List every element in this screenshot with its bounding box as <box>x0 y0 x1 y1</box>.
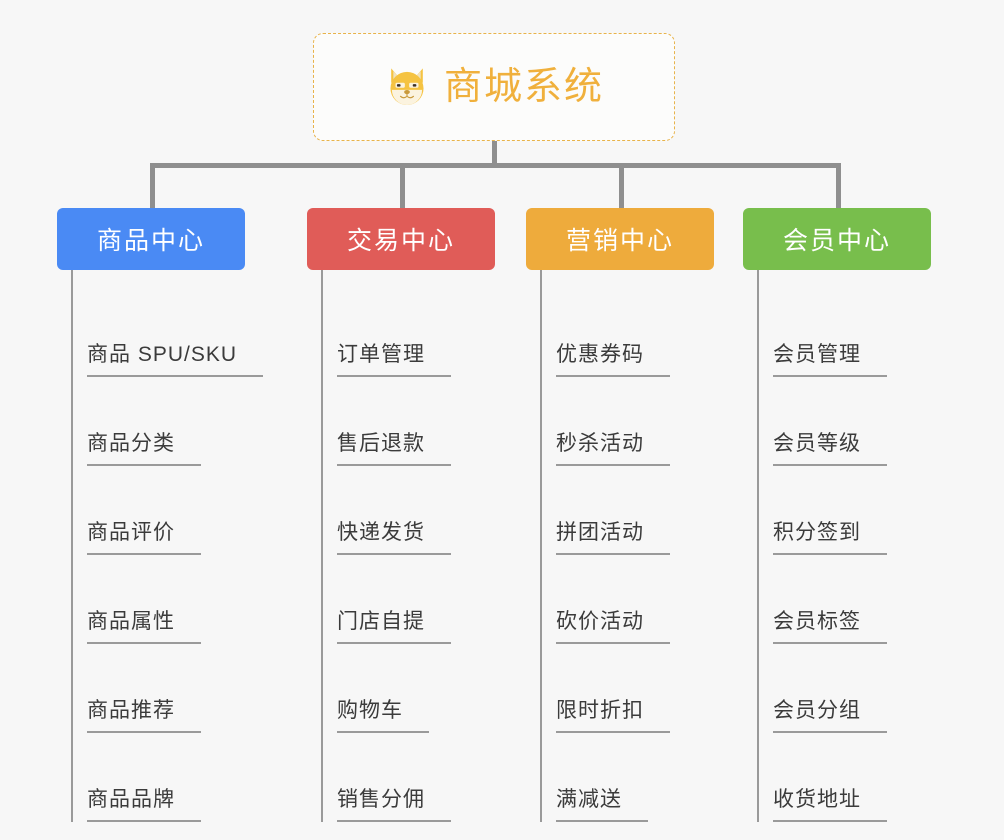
leaf-label: 销售分佣 <box>337 783 451 822</box>
leaf-label: 拼团活动 <box>556 516 670 555</box>
list-item[interactable]: 积分签到 <box>759 466 963 555</box>
connector-bus <box>150 163 840 168</box>
leaf-label: 积分签到 <box>773 516 887 555</box>
leaf-label: 优惠券码 <box>556 338 670 377</box>
list-item[interactable]: 订单管理 <box>323 288 526 377</box>
connector-drop-4 <box>836 163 841 208</box>
list-item[interactable]: 购物车 <box>323 644 526 733</box>
leaf-label: 门店自提 <box>337 605 451 644</box>
list-item[interactable]: 售后退款 <box>323 377 526 466</box>
column-product-center: 商品中心 商品 SPU/SKU 商品分类 商品评价 商品属性 商品推荐 商品品牌 <box>57 208 307 822</box>
column-trade-center: 交易中心 订单管理 售后退款 快递发货 门店自提 购物车 销售分佣 <box>307 208 526 822</box>
connector-trunk <box>492 141 497 168</box>
leaf-label: 会员管理 <box>773 338 887 377</box>
list-item[interactable]: 商品 SPU/SKU <box>73 288 307 377</box>
list-item[interactable]: 商品评价 <box>73 466 307 555</box>
leaf-list-member-center: 会员管理 会员等级 积分签到 会员标签 会员分组 收货地址 <box>757 270 963 822</box>
list-item[interactable]: 会员标签 <box>759 555 963 644</box>
column-marketing-center: 营销中心 优惠券码 秒杀活动 拼团活动 砍价活动 限时折扣 满减送 <box>526 208 743 822</box>
list-item[interactable]: 商品属性 <box>73 555 307 644</box>
leaf-list-marketing-center: 优惠券码 秒杀活动 拼团活动 砍价活动 限时折扣 满减送 <box>540 270 743 822</box>
leaf-list-product-center: 商品 SPU/SKU 商品分类 商品评价 商品属性 商品推荐 商品品牌 <box>71 270 307 822</box>
leaf-label: 收货地址 <box>773 783 887 822</box>
list-item[interactable]: 门店自提 <box>323 555 526 644</box>
leaf-label: 会员等级 <box>773 427 887 466</box>
leaf-label: 商品评价 <box>87 516 201 555</box>
list-item[interactable]: 商品推荐 <box>73 644 307 733</box>
list-item[interactable]: 优惠券码 <box>542 288 743 377</box>
list-item[interactable]: 满减送 <box>542 733 743 822</box>
list-item[interactable]: 会员管理 <box>759 288 963 377</box>
leaf-label: 限时折扣 <box>556 694 670 733</box>
leaf-label: 快递发货 <box>337 516 451 555</box>
leaf-label: 砍价活动 <box>556 605 670 644</box>
list-item[interactable]: 砍价活动 <box>542 555 743 644</box>
category-box-member-center[interactable]: 会员中心 <box>743 208 931 270</box>
connector-drop-1 <box>150 163 155 208</box>
list-item[interactable]: 限时折扣 <box>542 644 743 733</box>
list-item[interactable]: 收货地址 <box>759 733 963 822</box>
leaf-label: 商品 SPU/SKU <box>87 338 264 377</box>
shiba-dog-icon <box>390 68 424 107</box>
category-box-trade-center[interactable]: 交易中心 <box>307 208 495 270</box>
list-item[interactable]: 秒杀活动 <box>542 377 743 466</box>
root-node-title: 商城系统 <box>443 66 604 108</box>
leaf-label: 商品推荐 <box>87 694 201 733</box>
root-node-mall-system[interactable]: 商城系统 <box>313 33 675 141</box>
leaf-label: 满减送 <box>556 783 648 822</box>
column-member-center: 会员中心 会员管理 会员等级 积分签到 会员标签 会员分组 收货地址 <box>743 208 963 822</box>
leaf-label: 会员分组 <box>773 694 887 733</box>
connector-drop-3 <box>619 163 624 208</box>
list-item[interactable]: 会员分组 <box>759 644 963 733</box>
leaf-label: 订单管理 <box>337 338 451 377</box>
leaf-list-trade-center: 订单管理 售后退款 快递发货 门店自提 购物车 销售分佣 <box>321 270 526 822</box>
leaf-label: 秒杀活动 <box>556 427 670 466</box>
leaf-label: 商品属性 <box>87 605 201 644</box>
leaf-label: 商品分类 <box>87 427 201 466</box>
list-item[interactable]: 会员等级 <box>759 377 963 466</box>
leaf-label: 商品品牌 <box>87 783 201 822</box>
list-item[interactable]: 快递发货 <box>323 466 526 555</box>
list-item[interactable]: 拼团活动 <box>542 466 743 555</box>
category-box-product-center[interactable]: 商品中心 <box>57 208 245 270</box>
leaf-label: 会员标签 <box>773 605 887 644</box>
list-item[interactable]: 销售分佣 <box>323 733 526 822</box>
leaf-label: 购物车 <box>337 694 429 733</box>
list-item[interactable]: 商品分类 <box>73 377 307 466</box>
category-box-marketing-center[interactable]: 营销中心 <box>526 208 714 270</box>
leaf-label: 售后退款 <box>337 427 451 466</box>
connector-drop-2 <box>400 163 405 208</box>
list-item[interactable]: 商品品牌 <box>73 733 307 822</box>
